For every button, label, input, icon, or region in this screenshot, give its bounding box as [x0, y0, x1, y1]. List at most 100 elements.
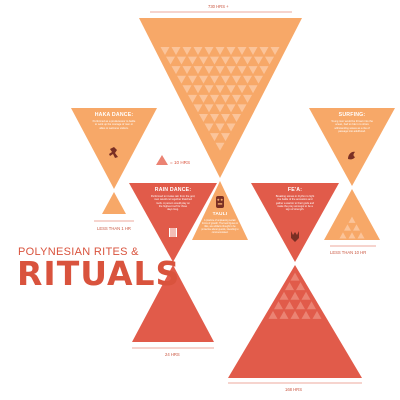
fe-a-description-triangle: [251, 183, 339, 262]
pattern-triangle: [357, 232, 365, 239]
pattern-triangle: [232, 94, 241, 103]
pattern-triangle: [353, 224, 360, 231]
pattern-triangle: [237, 66, 247, 75]
pattern-triangle: [254, 75, 263, 84]
page-title-line2: RITUALS: [17, 254, 181, 293]
pattern-triangle: [248, 66, 258, 75]
pattern-triangle: [199, 75, 208, 84]
fe-a-duration-pattern: [268, 272, 322, 319]
fe-a-duration-label: 168 HRS: [285, 387, 302, 392]
legend-label: = 10 HRS: [170, 160, 191, 165]
pattern-triangle: [210, 94, 219, 103]
pattern-triangle: [210, 75, 219, 84]
pattern-triangle: [237, 47, 247, 55]
pattern-triangle: [226, 123, 236, 132]
legend-triangle-icon: [156, 155, 168, 165]
pattern-triangle: [296, 301, 305, 310]
pattern-triangle: [226, 85, 236, 94]
pattern-triangle: [193, 85, 203, 94]
pattern-triangle: [221, 133, 230, 142]
pattern-triangle: [259, 66, 269, 75]
pattern-triangle: [290, 272, 300, 281]
fe-a-duration-triangle: [228, 265, 362, 378]
pattern-triangle: [215, 47, 225, 55]
pattern-triangle: [285, 301, 294, 310]
pattern-triangle: [259, 47, 269, 55]
rain-dance-title: RAIN DANCE:: [154, 187, 192, 193]
pattern-triangle: [232, 113, 241, 122]
pattern-triangle: [210, 56, 219, 65]
tiki-title: TAULI: [212, 212, 228, 217]
pattern-triangle: [339, 232, 347, 239]
pattern-triangle: [290, 291, 300, 300]
pattern-triangle: [177, 56, 186, 65]
fe-a-title: FE'A:: [287, 187, 303, 193]
drum-icon: [169, 228, 177, 237]
pattern-triangle: [182, 47, 192, 55]
pattern-triangle: [221, 75, 230, 84]
pattern-triangle: [188, 56, 197, 65]
surfing-duration-label: LESS THAN 10 HR: [330, 250, 367, 255]
pattern-triangle: [199, 94, 208, 103]
surfing-duration-pattern: [339, 216, 365, 239]
pattern-triangle: [248, 85, 258, 94]
pattern-triangle: [171, 66, 181, 75]
pattern-triangle: [348, 232, 356, 239]
rain-dance-duration-label: 24 HRS: [165, 352, 180, 357]
pattern-triangle: [182, 66, 192, 75]
pattern-triangle: [210, 133, 219, 142]
mask-icon: [291, 231, 299, 242]
pattern-triangle: [243, 75, 252, 84]
haka-dancer-icon: [109, 147, 118, 158]
pattern-triangle: [204, 47, 214, 55]
pattern-triangle: [221, 56, 230, 65]
pattern-triangle: [215, 66, 225, 75]
pattern-triangle: [210, 113, 219, 122]
pattern-triangle: [226, 66, 236, 75]
pattern-triangle: [301, 291, 311, 300]
pattern-triangle: [166, 56, 175, 65]
pattern-triangle: [215, 142, 225, 151]
pattern-triangle: [312, 310, 322, 319]
wave-icon: [348, 151, 355, 160]
pattern-triangle: [188, 75, 197, 84]
pattern-triangle: [215, 104, 225, 113]
pattern-triangle: [279, 291, 289, 300]
pattern-triangle: [237, 104, 247, 113]
pattern-triangle: [290, 310, 300, 319]
pattern-triangle: [160, 47, 170, 55]
pattern-triangle: [344, 224, 351, 231]
rain-dance-duration-triangle: [132, 265, 214, 342]
pattern-triangle: [248, 47, 258, 55]
pattern-triangle: [254, 56, 263, 65]
pattern-triangle: [301, 310, 311, 319]
pattern-triangle: [307, 301, 316, 310]
pattern-triangle: [226, 104, 236, 113]
haka-title: HAKA DANCE:: [94, 112, 134, 118]
surfing-title: SURFING:: [338, 112, 366, 118]
pattern-triangle: [268, 310, 278, 319]
pattern-triangle: [182, 85, 192, 94]
fe-a-description: Breaking stones in rhythm to fight the b…: [275, 195, 315, 212]
tiki-description-triangle: [192, 181, 248, 240]
rain-dance-description-triangle: [129, 183, 217, 262]
pattern-triangle: [204, 66, 214, 75]
pattern-triangle: [221, 94, 230, 103]
pattern-triangle: [204, 85, 214, 94]
pattern-triangle: [270, 47, 280, 55]
pattern-triangle: [199, 113, 208, 122]
pattern-triangle: [171, 47, 181, 55]
pattern-triangle: [348, 216, 356, 223]
pattern-triangle: [226, 47, 236, 55]
surfing-description: Young men would be thrown into the ocean…: [331, 120, 373, 133]
pattern-triangle: [243, 94, 252, 103]
haka-duration-triangle: [102, 192, 126, 214]
rain-dance-description: Performed to invoke rain from the god, m…: [150, 195, 196, 212]
haka-description: Performed as a predecessor to battle to …: [92, 120, 136, 130]
pattern-triangle: [193, 47, 203, 55]
pattern-triangle: [279, 310, 289, 319]
pattern-triangle: [204, 104, 214, 113]
pattern-triangle: [193, 104, 203, 113]
tiki-duration-label: 730 HRS +: [208, 4, 229, 9]
